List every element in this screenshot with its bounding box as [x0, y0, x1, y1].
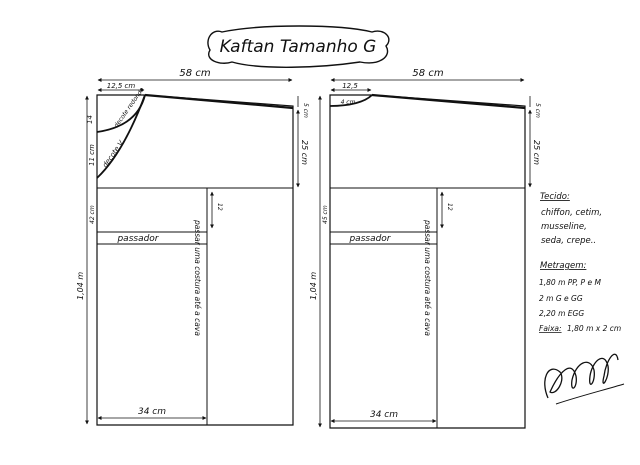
yardage-line-3: 2,20 m EGG [539, 309, 584, 318]
yardage-title: Metragem: [540, 261, 587, 271]
back-seam-note: passar uma costura até a cava [423, 219, 432, 336]
back-pattern-piece: 58 cm 12,5 4 cm 5 cm 25 cm 45 cm 1,04 m … [309, 68, 541, 429]
back-total-length: 1,04 m [309, 272, 318, 300]
front-total-length: 1,04 m [76, 272, 85, 300]
material-notes: Tecido: chiffon, cetim, musseline, seda,… [539, 192, 621, 333]
page-title: Kaftan Tamanho G [220, 37, 377, 57]
back-armhole-depth-label: 25 cm [532, 140, 541, 165]
front-bottom-width: 34 cm [138, 407, 166, 417]
back-width-label: 58 cm [412, 68, 443, 79]
fabric-line-3: seda, crepe.. [541, 236, 596, 246]
back-passador-label: passador [348, 234, 391, 244]
fabric-title: Tecido: [540, 192, 570, 202]
front-neck-curve-b-label: decote V [101, 138, 126, 169]
front-shoulder-line [144, 93, 294, 110]
back-neck-width-label: 12,5 [342, 82, 358, 90]
front-neck-width-label: 12,5 cm [107, 82, 136, 90]
front-pattern-piece: 58 cm 12,5 cm 5 cm 25 cm 14 11 cm decote… [76, 68, 309, 426]
band-value: 1,80 m x 2 cm [567, 324, 621, 333]
title-bubble: Kaftan Tamanho G [207, 25, 390, 68]
front-neck-depth-b: 11 cm [88, 144, 96, 166]
front-width-label: 58 cm [179, 68, 210, 79]
back-slit-label: 12 [446, 203, 453, 211]
yardage-line-1: 1,80 m PP, P e M [539, 278, 601, 287]
front-seam-note: passar uma costura até a cava [193, 219, 202, 336]
author-signature [544, 353, 625, 405]
fabric-line-2: musseline, [541, 222, 587, 232]
front-neck-depth-a: 14 [86, 115, 94, 124]
back-neckline [329, 94, 373, 107]
front-armhole-depth-label: 25 cm [300, 140, 309, 165]
back-bottom-width: 34 cm [370, 410, 398, 420]
front-passador-label: passador [116, 234, 159, 244]
front-slit-label: 12 [216, 203, 223, 211]
back-neck-depth-label: 4 cm [341, 99, 356, 106]
back-waist-mark: 45 cm [322, 205, 329, 224]
band-label: Faixa: [539, 324, 562, 333]
front-v-neckline [96, 94, 146, 179]
fabric-line-1: chiffon, cetim, [541, 208, 602, 218]
back-shoulder-line [371, 93, 526, 110]
yardage-line-2: 2 m G e GG [539, 294, 583, 303]
front-waist-mark: 42 cm [89, 205, 96, 224]
back-shoulder-drop-label: 5 cm [534, 103, 541, 118]
front-shoulder-drop-label: 5 cm [302, 103, 309, 118]
